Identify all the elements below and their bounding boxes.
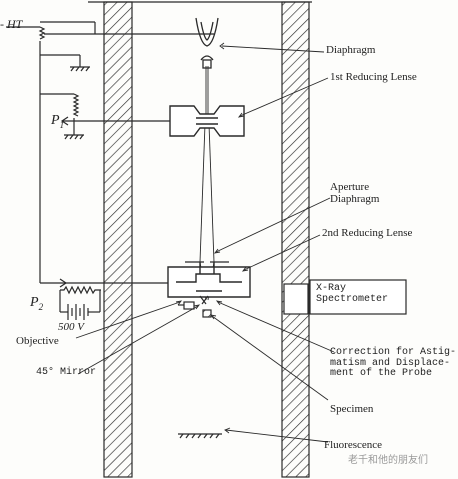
xray-line-1: X-Ray xyxy=(316,283,347,294)
mirror-label: 45° Mirror xyxy=(36,367,97,378)
diaphragm-label: Diaphragm xyxy=(326,44,376,56)
fluorescence-screen xyxy=(178,433,222,439)
aperture-line-2: Diaphragm xyxy=(330,192,380,205)
correction-line-1: Correction for Astig- xyxy=(330,347,457,358)
left-wall xyxy=(103,1,133,478)
watermark-text: 老千和他的朋友们 xyxy=(348,455,428,466)
first-reducing-lens xyxy=(169,105,245,137)
objective-label: Objective xyxy=(16,335,59,347)
xray-spectrometer-label: X-Ray Spectrometer xyxy=(316,283,389,305)
correction-line-3: ment of the Probe xyxy=(330,368,433,379)
electron-beam xyxy=(199,66,215,301)
p2-supply-circuit xyxy=(40,278,168,320)
voltage-label: 500 V xyxy=(58,321,84,333)
p2-label: P2 xyxy=(30,295,44,312)
first-lense-label: 1st Reducing Lense xyxy=(330,71,417,83)
second-reducing-lens xyxy=(167,262,251,298)
p1-potentiometer xyxy=(40,93,170,140)
p2-subscript: 2 xyxy=(38,301,44,312)
aperture-diaphragm-label: Aperture Diaphragm xyxy=(330,181,380,205)
electron-gun xyxy=(195,17,219,69)
p1-letter: P xyxy=(51,113,60,128)
p1-subscript: 1 xyxy=(59,119,65,130)
xray-line-2: Spectrometer xyxy=(316,293,389,305)
correction-line-2: matism and Displace- xyxy=(330,357,451,369)
high-voltage-label: - HT xyxy=(0,17,23,31)
correction-label: Correction for Astig- matism and Displac… xyxy=(330,347,457,380)
objective-assembly xyxy=(178,295,212,318)
leader-lines xyxy=(75,42,335,443)
specimen-label: Specimen xyxy=(330,403,374,415)
column-walls xyxy=(88,1,312,478)
second-lense-label: 2nd Reducing Lense xyxy=(322,227,413,239)
aperture-line-1: Aperture xyxy=(330,181,370,193)
p1-label: P1 xyxy=(51,113,65,130)
high-voltage-circuit xyxy=(6,21,200,283)
right-wall xyxy=(281,1,310,478)
p2-letter: P xyxy=(30,295,39,310)
fluorescence-label: Fluorescence xyxy=(324,439,383,451)
xray-spectrometer-port xyxy=(283,279,407,315)
